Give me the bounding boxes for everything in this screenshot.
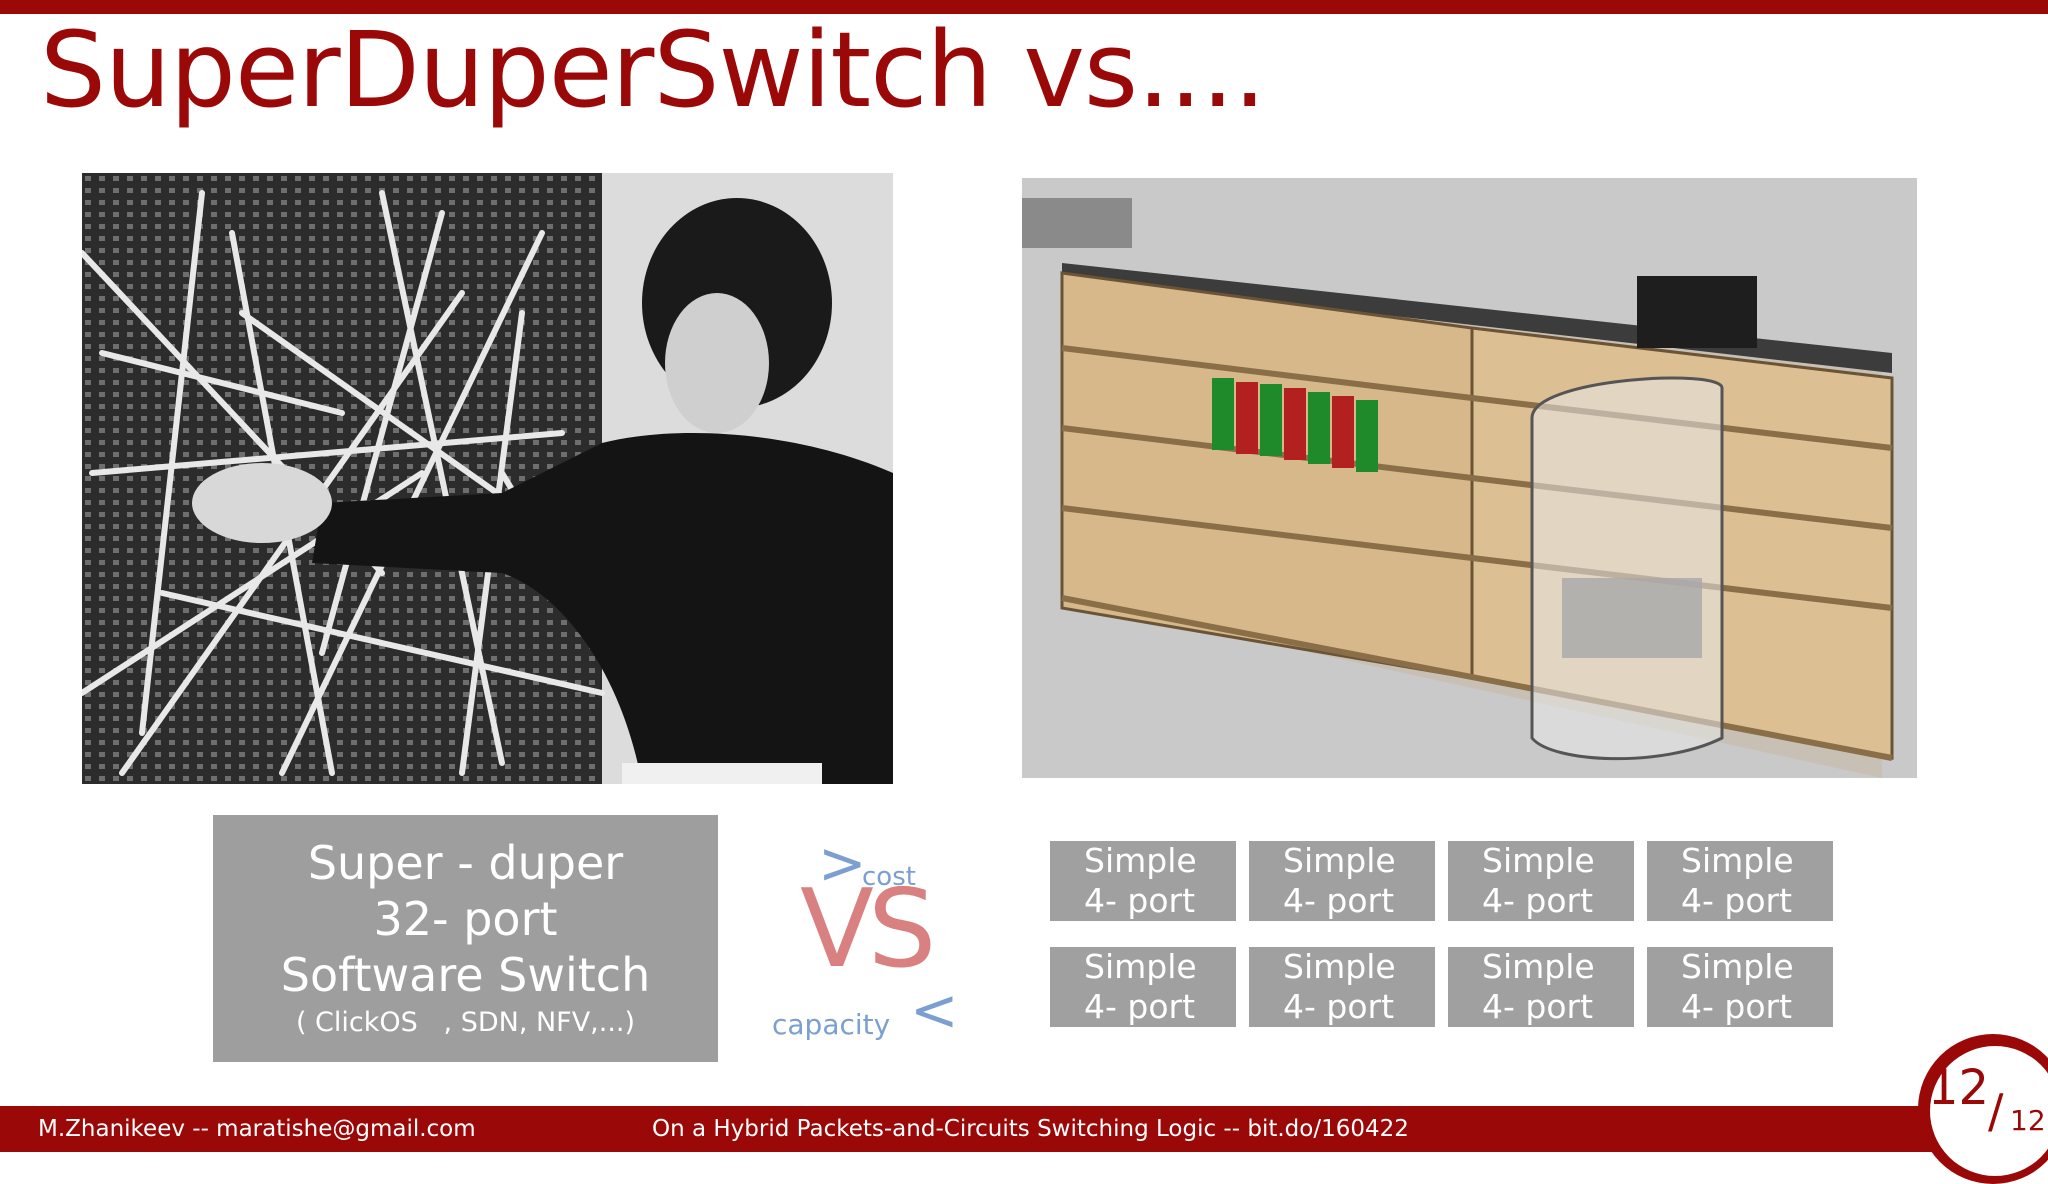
- simple-switch-box: Simple 4- port: [1647, 947, 1833, 1027]
- simple-switch-line2: 4- port: [1084, 987, 1196, 1026]
- big-switch-line4: ( ClickOS , SDN, NFV,...): [295, 1007, 636, 1038]
- simple-switch-line1: Simple: [1084, 841, 1197, 880]
- cost-label: cost: [862, 862, 916, 892]
- footer-author: M.Zhanikeev -- maratishe@gmail.com: [38, 1116, 476, 1142]
- simple-switch-line2: 4- port: [1283, 881, 1395, 920]
- simple-switch-box: Simple 4- port: [1448, 841, 1634, 921]
- simple-switch-line1: Simple: [1283, 841, 1396, 880]
- page-slash: /: [1988, 1084, 2004, 1138]
- slide-title: SuperDuperSwitch vs....: [40, 9, 1266, 131]
- simple-switch-line1: Simple: [1681, 947, 1794, 986]
- greater-than-symbol: >: [818, 829, 867, 897]
- robotic-shelf-rendering: [1022, 178, 1917, 778]
- simple-switch-line2: 4- port: [1283, 987, 1395, 1026]
- capacity-label: capacity: [772, 1008, 891, 1041]
- page-total: 12: [2010, 1104, 2046, 1137]
- big-switch-line3: Software Switch: [280, 948, 651, 1002]
- simple-switch-line1: Simple: [1482, 947, 1595, 986]
- top-accent-bar: [0, 0, 2048, 14]
- big-switch-line2: 32- port: [373, 892, 558, 946]
- vs-label: VS: [800, 867, 936, 992]
- simple-switch-line2: 4- port: [1681, 881, 1793, 920]
- simple-switch-box: Simple 4- port: [1647, 841, 1833, 921]
- big-switch-line1: Super - duper: [307, 836, 624, 890]
- simple-switch-box: Simple 4- port: [1249, 841, 1435, 921]
- simple-switch-line1: Simple: [1084, 947, 1197, 986]
- simple-switch-box: Simple 4- port: [1448, 947, 1634, 1027]
- simple-switch-line1: Simple: [1482, 841, 1595, 880]
- switchboard-operator-photo: [82, 173, 893, 784]
- page-current: 12: [1928, 1060, 1990, 1116]
- simple-switch-line2: 4- port: [1084, 881, 1196, 920]
- footer-talk-title: On a Hybrid Packets-and-Circuits Switchi…: [652, 1116, 1409, 1142]
- simple-switch-line2: 4- port: [1482, 881, 1594, 920]
- simple-switch-line2: 4- port: [1681, 987, 1793, 1026]
- simple-switch-box: Simple 4- port: [1050, 841, 1236, 921]
- simple-switch-box: Simple 4- port: [1249, 947, 1435, 1027]
- super-duper-switch-box: Super - duper 32- port Software Switch (…: [213, 815, 718, 1062]
- simple-switch-line1: Simple: [1681, 841, 1794, 880]
- simple-switch-line2: 4- port: [1482, 987, 1594, 1026]
- footer-bar: [0, 1106, 2048, 1152]
- simple-switch-line1: Simple: [1283, 947, 1396, 986]
- simple-switch-box: Simple 4- port: [1050, 947, 1236, 1027]
- less-than-symbol: <: [910, 976, 959, 1044]
